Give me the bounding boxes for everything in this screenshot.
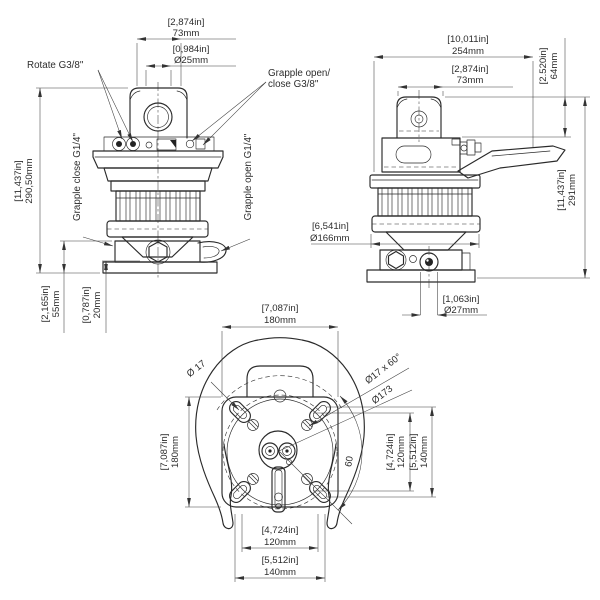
- bottom-dim-120-right: [4,724in] 120mm: [313, 412, 414, 492]
- bottom-grapple-silhouette: [195, 337, 365, 530]
- front-dim-73-in: [2,874in]: [168, 17, 205, 28]
- side-dim-27: [1,063in] Ø27mm: [402, 272, 487, 317]
- side-dim-291-mm: 291mm: [567, 174, 578, 206]
- bottom-dim-140-right-mm: 140mm: [419, 436, 430, 468]
- front-dim-73-mm: 73mm: [173, 28, 200, 39]
- side-dim-64: [2.520in] 64mm: [445, 38, 590, 138]
- side-handle-lever: [457, 145, 566, 179]
- side-flange-gear-section: [369, 174, 481, 251]
- front-dim-20-mm: 20mm: [92, 292, 103, 319]
- front-valve-body: [103, 136, 215, 152]
- label-grapple-close: Grapple close G1/4": [72, 133, 83, 221]
- side-dim-254-in: [10,011in]: [447, 34, 488, 45]
- side-dim-73-in: [2,874in]: [452, 64, 489, 75]
- side-dim-254-mm: 254mm: [452, 46, 484, 57]
- bottom-slot-spec-label: Ø17 x 60°: [363, 351, 404, 386]
- bottom-dim-120-bottom-in: [4,724in]: [262, 525, 299, 536]
- side-view: [10,011in] 254mm [2,874in] 73mm [2.520in…: [310, 34, 590, 317]
- bottom-angle-label: 60: [343, 455, 356, 467]
- bottom-dim-180-left-mm: 180mm: [170, 436, 181, 468]
- front-dim-25: [0,984in] Ø25mm: [145, 44, 236, 86]
- bottom-dim-180-top: [7,087in] 180mm: [221, 303, 339, 397]
- bottom-dim-140-right: [5,512in] 140mm: [327, 406, 436, 498]
- front-dim-55-mm: 55mm: [51, 291, 62, 318]
- bottom-dim-140-bottom-mm: 140mm: [264, 567, 296, 578]
- side-dim-291: [11,437in] 291mm: [477, 97, 590, 279]
- label-grapple-open-close-2: close G3/8": [268, 79, 319, 90]
- side-dim-27-in: [1,063in]: [443, 294, 480, 305]
- front-port-labels: Rotate G3/8" Grapple open/ close G3/8" G…: [27, 60, 330, 252]
- side-dim-166: [6,541in] Ø166mm: [310, 221, 480, 248]
- side-dim-166-mm: Ø166mm: [310, 233, 349, 244]
- front-dim-55-in: [2,165in]: [40, 286, 51, 323]
- bottom-dim-140-right-in: [5,512in]: [408, 434, 419, 471]
- side-dim-27-mm: Ø27mm: [444, 305, 478, 316]
- bottom-dim-140-bottom: [5,512in] 140mm: [234, 514, 326, 582]
- side-base-assembly: [366, 246, 476, 290]
- bottom-bolt-circle-label: Ø173: [370, 383, 395, 406]
- label-grapple-open: Grapple open G1/4": [243, 133, 254, 220]
- bottom-angle-60: 60: [278, 389, 413, 525]
- bottom-dim-180-left: [7,087in] 180mm: [159, 396, 221, 508]
- front-dim-55: [2,165in] 55mm: [40, 240, 112, 333]
- bottom-dim-180-top-mm: 180mm: [264, 315, 296, 326]
- side-valve-body: [381, 137, 482, 173]
- front-dim-290-in: [11,437in]: [13, 160, 24, 201]
- front-dim-25-in: [0,984in]: [173, 44, 210, 55]
- front-dim-290-mm: 290,50mm: [24, 158, 35, 203]
- front-view: [2,874in] 73mm [0,984in] Ø25mm [11,437in…: [13, 17, 330, 333]
- front-dim-20-in: [0,787in]: [81, 287, 92, 324]
- label-rotate-port: Rotate G3/8": [27, 60, 84, 71]
- side-dim-166-in: [6,541in]: [312, 221, 349, 232]
- bottom-dim-180-top-in: [7,087in]: [262, 303, 299, 314]
- side-gear-teeth: [377, 187, 473, 217]
- bottom-dim-180-left-in: [7,087in]: [159, 434, 170, 471]
- bottom-dim-120-bottom: [4,724in] 120mm: [241, 514, 319, 552]
- front-base-assembly: [102, 239, 227, 274]
- side-clevis-head: [396, 96, 442, 139]
- front-dim-73: [2,874in] 73mm: [136, 17, 236, 86]
- bottom-dim-140-bottom-in: [5,512in]: [262, 555, 299, 566]
- bottom-center-ports: [258, 430, 298, 513]
- side-dim-73-mm: 73mm: [457, 75, 484, 86]
- front-dim-290: [11,437in] 290,50mm: [13, 87, 128, 274]
- bottom-dim-120-right-in: [4,724in]: [385, 434, 396, 471]
- bottom-dim-120-bottom-mm: 120mm: [264, 537, 296, 548]
- label-grapple-open-close-1: Grapple open/: [268, 68, 330, 79]
- side-dim-254: [10,011in] 254mm: [373, 34, 534, 172]
- side-dim-73: [2,874in] 73mm: [397, 64, 513, 96]
- front-dim-20: [0,787in] 20mm: [81, 260, 140, 333]
- front-clevis-head: [129, 87, 188, 139]
- front-flange-gear-section: [92, 150, 224, 258]
- bottom-view: 60 Ø 17 Ø17 x 60° Ø173 [7,087in] 180mm […: [159, 303, 436, 582]
- side-dim-291-in: [11,437in]: [556, 169, 567, 210]
- side-dim-64-mm: 64mm: [549, 53, 560, 80]
- bottom-hole-dia-label: Ø 17: [185, 358, 208, 379]
- side-dim-64-in: [2.520in]: [538, 48, 549, 85]
- front-dim-25-mm: Ø25mm: [174, 55, 208, 66]
- bottom-dim-120-right-mm: 120mm: [396, 436, 407, 468]
